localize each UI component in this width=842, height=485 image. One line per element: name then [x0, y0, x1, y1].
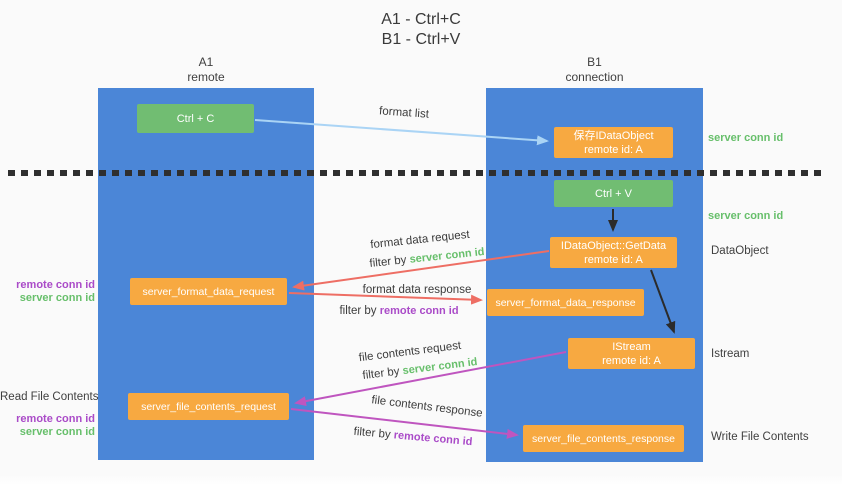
diagram-title: A1 - Ctrl+C B1 - Ctrl+V: [0, 10, 842, 50]
node-server-format-data-request: server_format_data_request: [130, 278, 287, 305]
label-write-file-contents: Write File Contents: [711, 431, 809, 443]
node-format-request-label: server_format_data_request: [142, 285, 275, 298]
node-file-request-label: server_file_contents_request: [141, 400, 276, 413]
lane-right-name: B1: [587, 55, 602, 69]
node-getdata-line2: remote id: A: [584, 253, 643, 266]
node-server-file-contents-request: server_file_contents_request: [128, 393, 289, 420]
node-ctrl-v: Ctrl + V: [554, 180, 673, 207]
label-format-data-request: format data request: [369, 228, 471, 252]
remote-conn-id-text: remote conn id: [393, 429, 473, 449]
label-remote-conn-id-left-format: remote conn id: [16, 279, 95, 291]
node-server-format-data-response: server_format_data_response: [487, 289, 644, 316]
filter-by-text: filter by: [353, 425, 392, 442]
lane-header-left: A1 remote: [98, 55, 314, 85]
label-format-list: format list: [378, 105, 430, 121]
node-save-idataobject: 保存IDataObject remote id: A: [554, 127, 673, 158]
divider-dotted-line: [8, 170, 823, 176]
node-ctrl-v-label: Ctrl + V: [595, 187, 632, 200]
label-server-conn-id-right-top: server conn id: [708, 132, 784, 144]
filter-by-text: filter by: [368, 254, 408, 271]
node-ctrl-c: Ctrl + C: [137, 104, 254, 133]
filter-by-text: filter by: [361, 365, 401, 382]
node-format-response-label: server_format_data_response: [495, 296, 636, 309]
label-istream: Istream: [711, 348, 750, 360]
window-bottom-edge: [0, 475, 842, 485]
server-conn-id-text: server conn id: [409, 245, 486, 266]
lane-right-role: connection: [565, 70, 624, 84]
node-getdata-line1: IDataObject::GetData: [560, 239, 667, 252]
lane-left-role: remote: [187, 70, 225, 84]
label-filter-by-remote-conn-id-format: filter by remote conn id: [339, 305, 458, 317]
node-istream-line1: IStream: [612, 340, 651, 353]
lane-left-name: A1: [198, 55, 214, 69]
filter-by-text: filter by: [339, 305, 377, 317]
label-server-conn-id-right-mid: server conn id: [708, 210, 784, 222]
title-line-2: B1 - Ctrl+V: [381, 31, 461, 48]
title-line-1: A1 - Ctrl+C: [381, 11, 461, 28]
node-file-response-label: server_file_contents_response: [531, 432, 675, 445]
label-remote-conn-id-left-file: remote conn id: [16, 413, 95, 425]
label-server-conn-id-left-format: server conn id: [19, 292, 95, 304]
lane-header-right: B1 connection: [486, 55, 703, 85]
label-dataobject: DataObject: [711, 245, 769, 257]
node-ctrl-c-label: Ctrl + C: [176, 112, 215, 125]
node-istream: IStream remote id: A: [568, 338, 695, 369]
node-save-idataobject-line1: 保存IDataObject: [573, 129, 654, 142]
node-idataobject-getdata: IDataObject::GetData remote id: A: [550, 237, 677, 268]
node-save-idataobject-line2: remote id: A: [584, 143, 643, 156]
label-filter-by-remote-conn-id-file: filter by remote conn id: [353, 426, 473, 448]
label-file-contents-response: file contents response: [370, 394, 484, 420]
node-server-file-contents-response: server_file_contents_response: [523, 425, 684, 452]
label-format-data-response: format data response: [362, 284, 472, 296]
remote-conn-id-text: remote conn id: [379, 305, 459, 317]
label-server-conn-id-left-file: server conn id: [19, 426, 95, 438]
server-conn-id-text: server conn id: [401, 356, 479, 378]
label-read-file-contents: Read File Contents: [0, 391, 99, 403]
node-istream-line2: remote id: A: [602, 354, 661, 367]
label-filter-by-server-conn-id-format: filter by server conn id: [369, 246, 485, 270]
